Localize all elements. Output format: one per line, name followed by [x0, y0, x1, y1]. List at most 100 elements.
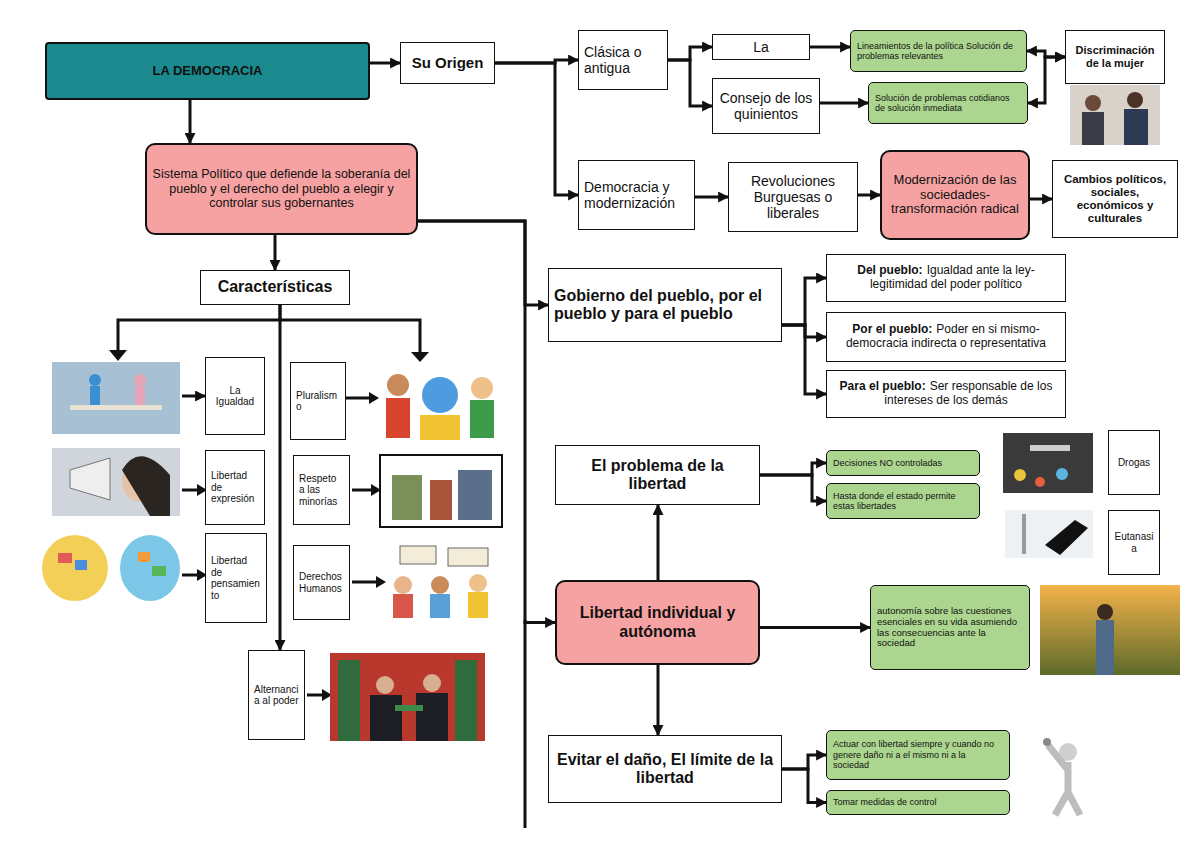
globe: [422, 377, 458, 413]
box-text: Modernización de las sociedades- transfo…: [891, 172, 1019, 217]
box-text: Drogas: [1118, 457, 1150, 468]
figure: [387, 374, 409, 396]
box-content: Libertad individual y autónoma: [562, 604, 753, 641]
head: [1097, 604, 1113, 620]
figure: [394, 576, 412, 594]
figure: [393, 594, 413, 618]
concept-box: Gobierno del pueblo, por el pueblo y par…: [548, 268, 782, 342]
box-text: Democracia y modernización: [584, 179, 675, 211]
box-text: La Igualdad: [216, 385, 254, 408]
box-text: Actuar con libertad siempre y cuando no …: [833, 739, 994, 770]
figure: [90, 386, 100, 405]
connector-arrow: [495, 63, 578, 195]
slingshot: [1043, 738, 1051, 746]
connector-arrow: [418, 221, 555, 623]
box-content: Evitar el daño, El límite de la libertad: [554, 751, 776, 788]
concept-box: Actuar con libertad siempre y cuando no …: [826, 730, 1010, 780]
glove: [1045, 520, 1088, 555]
concept-box: Drogas: [1108, 430, 1160, 495]
connector-arrow: [820, 102, 868, 105]
box-content: Alternancia al poder: [254, 684, 299, 707]
connector-arrow: [760, 626, 870, 629]
leader-lines: [182, 320, 525, 828]
connector-arrow: [782, 755, 826, 769]
photo-bg: [52, 448, 180, 516]
box-content: Características: [206, 278, 344, 296]
box-content: Democracia y modernización: [584, 179, 689, 211]
arrow-heads: [109, 350, 429, 701]
box-content: Derechos Humanos: [299, 571, 344, 594]
concept-box: La: [712, 34, 810, 60]
connector-arrow: [1030, 198, 1052, 201]
box-text: autonomía sobre las cuestiones esenciale…: [877, 605, 1017, 649]
arrow-head: [411, 352, 429, 362]
photo-bg: [1040, 585, 1180, 675]
connector-arrow: [668, 47, 712, 60]
box-text: Lineamientos de la política Solución de …: [857, 41, 1013, 61]
connector-arrow: [858, 194, 880, 197]
concept-box: Cambios políticos, sociales, económicos …: [1052, 160, 1178, 238]
concept-box: Evitar el daño, El límite de la libertad: [548, 735, 782, 803]
figure-3d: [1043, 738, 1080, 815]
photo-megaphone: [52, 448, 180, 516]
box-text: Eutanasia: [1115, 531, 1154, 554]
concept-box: autonomía sobre las cuestiones esenciale…: [870, 585, 1030, 670]
concept-box: Hasta donde el estado permite estas libe…: [826, 483, 980, 519]
head: [1059, 743, 1077, 761]
connector-arrow: [1027, 51, 1065, 57]
thought: [138, 552, 150, 562]
box-content: Hasta donde el estado permite estas libe…: [833, 491, 973, 512]
concept-box: Alternancia al poder: [248, 650, 305, 740]
box-content: Sistema Político que defiende la soberan…: [152, 167, 411, 210]
figure: [386, 398, 410, 438]
box-text: Gobierno del pueblo, por el pueblo y par…: [554, 287, 762, 322]
sign: [448, 548, 488, 566]
box-content: Actuar con libertad siempre y cuando no …: [833, 739, 1003, 770]
box-text: Decisiones NO controladas: [833, 458, 942, 468]
connector-arrow: [418, 221, 548, 305]
leader-arrow: [352, 581, 378, 584]
box-content: Clásica o antigua: [584, 44, 662, 76]
box-content: Respeto a las minorías: [299, 473, 344, 508]
connector-arrow: [274, 235, 277, 270]
box-content: Gobierno del pueblo, por el pueblo y par…: [554, 287, 776, 324]
picture-thinking-heads: [42, 535, 180, 601]
connector-arrow: [810, 46, 850, 49]
photo-bg: [330, 653, 485, 741]
suit: [416, 693, 448, 741]
box-content: Discriminación de la mujer: [1071, 44, 1159, 69]
box-content: autonomía sobre las cuestiones esenciale…: [877, 606, 1023, 650]
connector-arrow: [760, 463, 826, 475]
box-content: Para el pueblo:Ser responsable de los in…: [832, 380, 1060, 408]
pill: [1014, 469, 1026, 481]
connector-arrow: [695, 196, 728, 199]
box-content: Pluralismo: [296, 390, 340, 413]
photo-bg: [52, 362, 180, 434]
sash: [395, 705, 423, 711]
box-content: Decisiones NO controladas: [833, 458, 973, 468]
sign: [400, 546, 436, 564]
box-text: Discriminación de la mujer: [1076, 44, 1155, 69]
connector-arrow: [782, 325, 826, 394]
box-content: Del pueblo:Igualdad ante la ley- legitim…: [832, 264, 1060, 292]
arrow-head: [109, 350, 127, 361]
box-text: Alternancia al poder: [254, 684, 298, 707]
head: [1085, 95, 1101, 111]
box-text: Por el pueblo:: [852, 322, 932, 336]
picture-minorities: [380, 455, 502, 527]
box-text: Evitar el daño, El límite de la libertad: [557, 751, 773, 786]
connector-arrow: [495, 60, 578, 63]
head: [423, 674, 441, 692]
box-text: Del pueblo:: [857, 263, 922, 277]
box-text: Tomar medidas de control: [833, 797, 937, 807]
concept-box: Por el pueblo:Poder en si mismo- democra…: [826, 312, 1066, 362]
box-content: Eutanasia: [1114, 531, 1154, 554]
box-text: Libertad individual y autónoma: [580, 604, 736, 639]
box-text: El problema de la libertad: [591, 457, 723, 492]
figure: [471, 377, 493, 399]
box-content: El problema de la libertad: [561, 457, 754, 494]
plank: [70, 405, 162, 410]
box-text: Revoluciones Burguesas o liberales: [751, 173, 835, 221]
